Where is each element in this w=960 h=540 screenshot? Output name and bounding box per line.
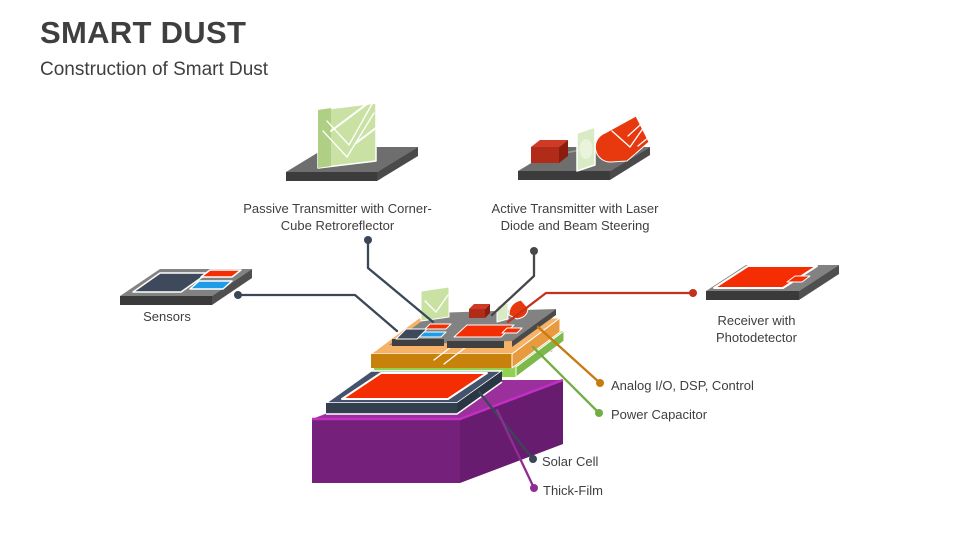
laser-front — [531, 147, 559, 163]
out-ray — [637, 127, 661, 147]
mini-sensor-blue — [418, 331, 447, 338]
layer-front — [371, 354, 512, 368]
sensor-panel-blue — [189, 280, 233, 290]
smart-dust-mote-stack — [312, 286, 565, 483]
mini-laser-front — [469, 309, 485, 318]
passive-transmitter-illustration — [286, 85, 418, 181]
active-transmitter-illustration — [518, 113, 663, 180]
solar-connector-dot — [529, 455, 537, 463]
sensor-panel-red — [200, 269, 242, 278]
analog-connector — [536, 325, 602, 385]
label-line: Cube Retroreflector — [280, 218, 395, 233]
out-ray — [627, 115, 651, 137]
layer-side — [511, 317, 561, 369]
solar-outline — [326, 381, 503, 415]
block-front — [312, 419, 460, 483]
seam — [443, 346, 467, 365]
sensors-connector-dot — [234, 291, 242, 299]
mini-sensors — [395, 323, 452, 340]
mini-laser-side — [485, 304, 490, 318]
arrowhead — [654, 125, 663, 134]
label-line: Photodetector — [716, 330, 797, 345]
light-ray — [330, 85, 392, 132]
light-ray — [355, 96, 418, 144]
platform-front — [286, 172, 377, 181]
chip-front — [706, 291, 799, 300]
sensors-illustration — [120, 269, 252, 305]
receiver-illustration — [706, 265, 839, 300]
label-line: Passive Transmitter with Corner- — [243, 201, 432, 216]
mini-receiver-panel — [453, 324, 515, 338]
reflection-line — [322, 112, 375, 159]
plate-edge-bar — [392, 339, 444, 346]
page-title: SMART DUST — [40, 15, 247, 50]
receiver-connector-dot — [689, 289, 697, 297]
photodetector-cell — [786, 275, 811, 283]
arrowhead — [644, 113, 653, 123]
plate-side — [512, 309, 556, 347]
laser-diode-icon — [531, 140, 568, 163]
passive-transmitter-label: Passive Transmitter with Corner- Cube Re… — [227, 200, 448, 234]
sensors-connector — [236, 293, 399, 333]
receiver-label: Receiver with Photodetector — [689, 312, 824, 346]
solar-panel — [341, 372, 488, 400]
solar-connector — [477, 390, 535, 461]
thick-film-connector-dot — [530, 484, 538, 492]
active-transmitter-label: Active Transmitter with Laser Diode and … — [465, 200, 685, 234]
mini-laser-icon — [469, 304, 490, 318]
chip-side — [212, 269, 252, 305]
mini-laser-top — [469, 304, 490, 309]
analog-io-label: Analog I/O, DSP, Control — [611, 378, 754, 393]
platform-side — [610, 147, 650, 180]
active-connector-dot — [530, 247, 538, 255]
mirror-fold — [611, 123, 647, 148]
plate-edge-bar — [447, 341, 504, 348]
corner-cube-retroreflector-icon — [317, 85, 418, 169]
receiver-connector — [506, 291, 695, 324]
platform-front — [518, 171, 610, 180]
page-subtitle: Construction of Smart Dust — [40, 59, 269, 80]
passive-connector-dot — [364, 236, 372, 244]
mirror-body — [594, 115, 650, 163]
chip-front — [120, 296, 212, 305]
mini-receiver — [453, 324, 523, 338]
mini-sensor-red — [424, 323, 452, 330]
sensors-label: Sensors — [143, 309, 191, 324]
solar-cell-layer — [325, 370, 503, 415]
power-connector — [531, 345, 601, 415]
active-connector — [490, 249, 536, 317]
solar-cell-label: Solar Cell — [542, 454, 599, 469]
platform-side — [377, 147, 418, 181]
power-connector-dot — [595, 409, 603, 417]
chip-side — [799, 265, 839, 300]
laser-side — [559, 140, 568, 163]
connectors — [234, 236, 697, 492]
label-line: Diode and Beam Steering — [500, 218, 650, 233]
beam-steering-mirror-icon — [594, 113, 663, 163]
label-line: Receiver with — [717, 313, 796, 328]
cube-shade — [318, 108, 331, 168]
collimating-lens-icon — [576, 126, 596, 172]
lens-glass — [579, 139, 593, 159]
solar-front — [326, 403, 457, 414]
passive-connector — [366, 238, 435, 324]
block-edge — [312, 378, 564, 421]
power-capacitor-label: Power Capacitor — [611, 407, 708, 422]
label-line: Active Transmitter with Laser — [491, 201, 659, 216]
mini-cube-fold — [424, 294, 449, 314]
mini-receiver-cell — [501, 327, 523, 334]
analog-connector-dot — [596, 379, 604, 387]
thick-film-label: Thick-Film — [543, 483, 603, 498]
thick-film-connector — [495, 408, 536, 490]
laser-top — [531, 140, 568, 147]
